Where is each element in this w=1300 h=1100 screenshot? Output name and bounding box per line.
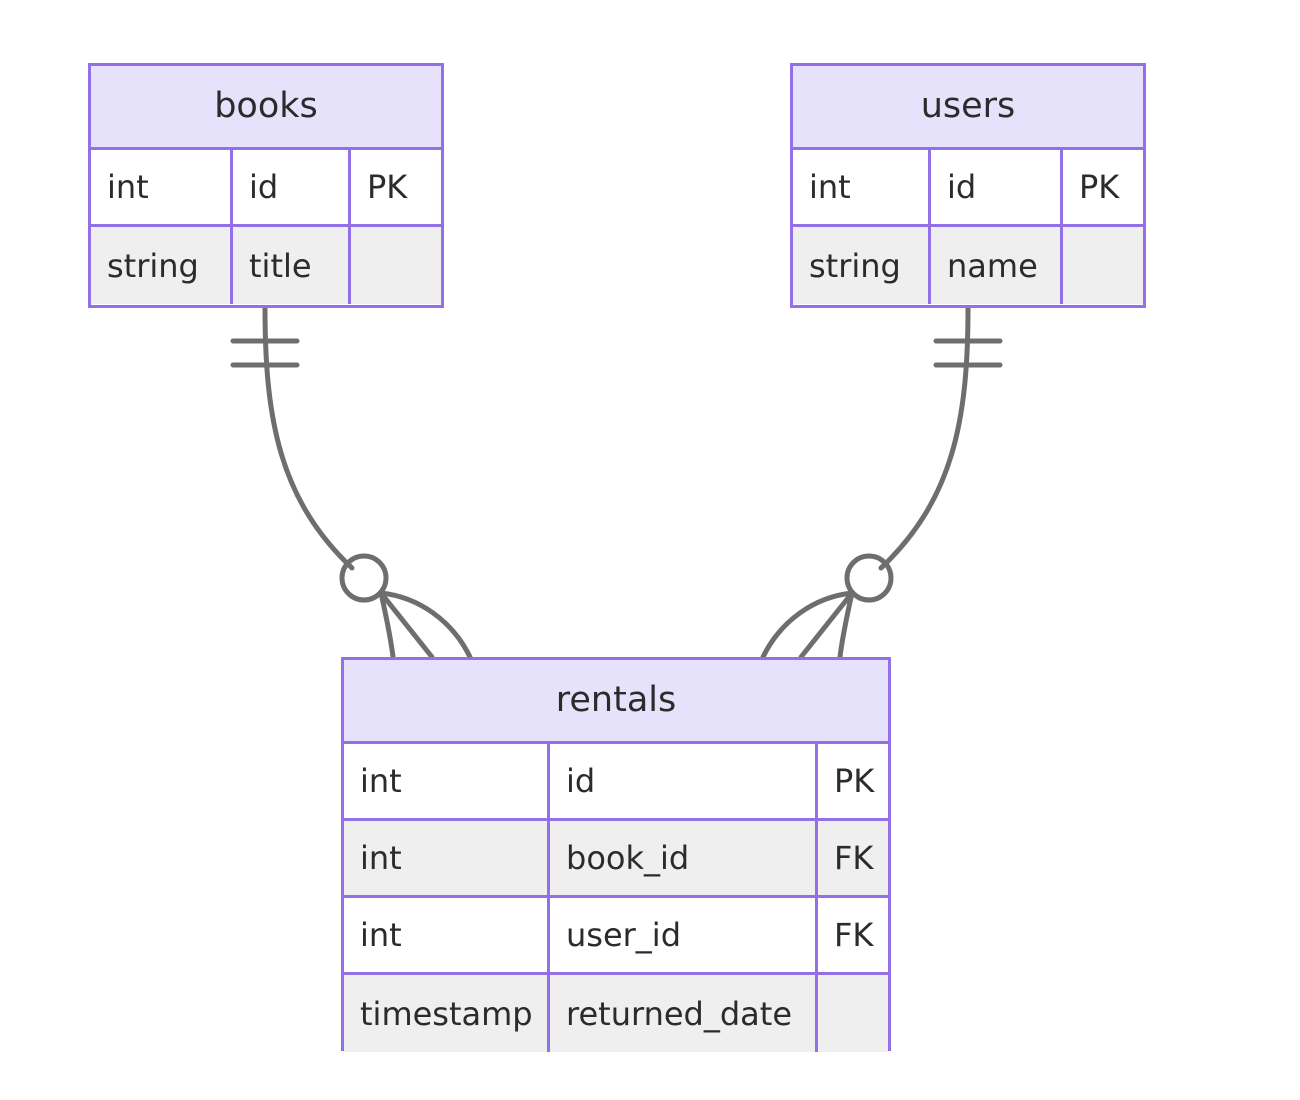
entity-users-title: users bbox=[920, 86, 1016, 126]
attribute-type: int bbox=[91, 150, 233, 224]
entity-rentals-attribute-row[interactable]: int user_id FK bbox=[344, 898, 888, 975]
entity-books-attribute-row[interactable]: string title bbox=[91, 227, 441, 304]
attribute-name: title bbox=[233, 227, 351, 304]
attribute-key: PK bbox=[367, 168, 408, 206]
entity-rentals-title: rentals bbox=[555, 680, 677, 720]
cardinality-marker-exactly-one-books bbox=[230, 338, 300, 368]
relationship-books-rentals[interactable] bbox=[230, 305, 473, 660]
attribute-key: PK bbox=[834, 762, 875, 800]
attribute-key bbox=[351, 227, 441, 304]
attribute-type: int bbox=[344, 898, 550, 972]
entity-rentals[interactable]: rentals int id PK int book_id FK int use… bbox=[341, 657, 891, 1052]
attribute-name: name bbox=[931, 227, 1063, 304]
entity-rentals-header: rentals bbox=[344, 660, 888, 744]
attribute-name: id bbox=[550, 744, 818, 818]
entity-users-header: users bbox=[793, 66, 1143, 150]
attribute-type: timestamp bbox=[344, 975, 550, 1052]
cardinality-marker-exactly-one-users bbox=[933, 338, 1003, 368]
attribute-key bbox=[818, 975, 888, 1052]
entity-users-attribute-row[interactable]: int id PK bbox=[793, 150, 1143, 227]
entity-rentals-attribute-row[interactable]: timestamp returned_date bbox=[344, 975, 888, 1052]
attribute-key: PK bbox=[1079, 168, 1120, 206]
entity-books[interactable]: books int id PK string title bbox=[88, 63, 444, 308]
attribute-name: user_id bbox=[550, 898, 818, 972]
attribute-type: string bbox=[793, 227, 931, 304]
entity-books-attribute-row[interactable]: int id PK bbox=[91, 150, 441, 227]
attribute-type: int bbox=[793, 150, 931, 224]
cardinality-marker-crowsfoot-books bbox=[378, 590, 473, 660]
entity-rentals-attribute-row[interactable]: int book_id FK bbox=[344, 821, 888, 898]
attribute-type: int bbox=[344, 821, 550, 895]
relationship-line-books-rentals bbox=[262, 305, 355, 571]
entity-books-header: books bbox=[91, 66, 441, 150]
entity-books-title: books bbox=[214, 86, 318, 126]
attribute-name: returned_date bbox=[550, 975, 818, 1052]
relationship-users-rentals[interactable] bbox=[760, 305, 1003, 660]
entity-users-attribute-row[interactable]: string name bbox=[793, 227, 1143, 304]
entity-rentals-attribute-row[interactable]: int id PK bbox=[344, 744, 888, 821]
cardinality-marker-crowsfoot-users bbox=[760, 590, 855, 660]
attribute-name: id bbox=[931, 150, 1063, 224]
attribute-key: FK bbox=[834, 916, 874, 954]
entity-users[interactable]: users int id PK string name bbox=[790, 63, 1146, 308]
cardinality-marker-zero-circle-books bbox=[339, 553, 389, 603]
cardinality-marker-zero-circle-users bbox=[844, 553, 894, 603]
attribute-name: id bbox=[233, 150, 351, 224]
attribute-name: book_id bbox=[550, 821, 818, 895]
attribute-type: int bbox=[344, 744, 550, 818]
attribute-key bbox=[1063, 227, 1143, 304]
attribute-type: string bbox=[91, 227, 233, 304]
relationship-line-users-rentals bbox=[878, 305, 971, 571]
attribute-key: FK bbox=[834, 839, 874, 877]
